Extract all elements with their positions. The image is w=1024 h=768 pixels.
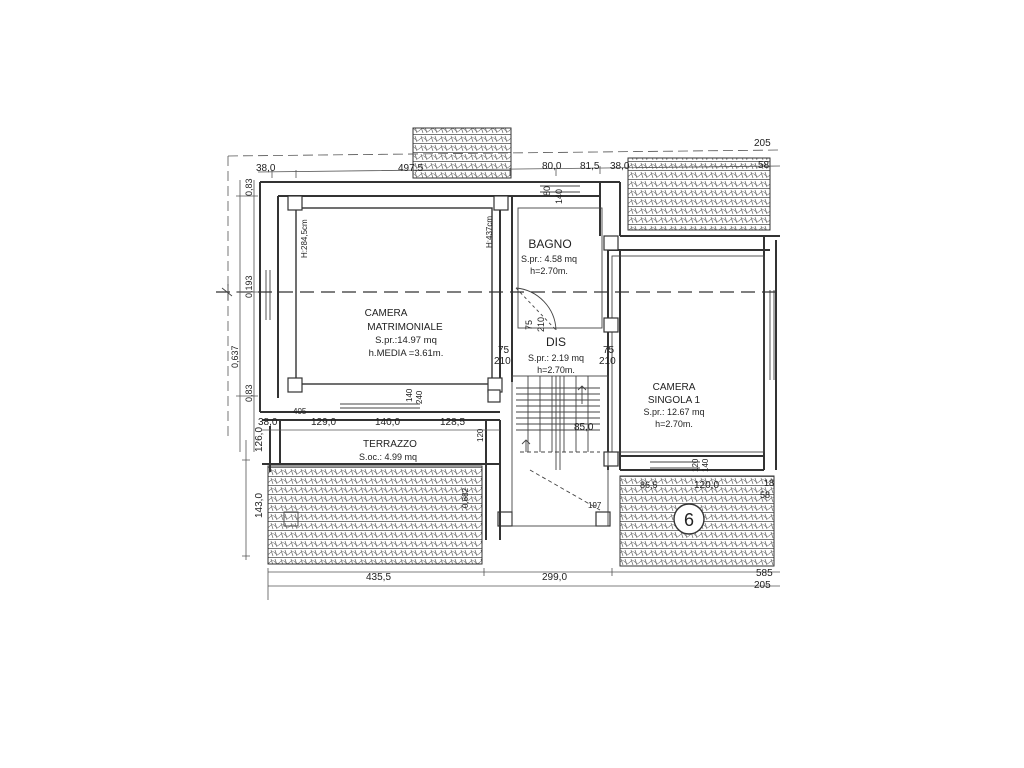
terrazzo-name: TERRAZZO [363, 439, 417, 450]
dim-top-2: 497,5 [398, 163, 423, 174]
column [287, 195, 303, 211]
dim-bottom-4: 205 [754, 580, 771, 591]
door-dis-right-width: 75 [603, 345, 615, 356]
camera-matrimoniale-name-2: MATRIMONIALE [367, 322, 443, 333]
door-bedroom-dis-height: 210 [494, 356, 511, 367]
dim-lower-right-1: 86,5 [640, 480, 658, 490]
door-dis-right-height: 210 [599, 356, 616, 367]
dim-left-bottom-1: 126,0 [254, 427, 265, 452]
dimension-lines [236, 165, 781, 600]
column [603, 451, 619, 467]
dim-left-4: 0,637 [230, 345, 240, 368]
dim-terrace-4: 128,5 [440, 417, 465, 428]
roof-left-terrace [267, 465, 483, 565]
dim-top-4: 81,5 [580, 161, 600, 172]
column [487, 389, 501, 403]
dim-terrace-3: 140,0 [375, 417, 400, 428]
dim-terrace-405: 405 [293, 407, 307, 416]
window-singola-2: 140 [701, 458, 710, 472]
column [287, 377, 303, 393]
camera-matrimoniale-room [295, 207, 493, 385]
camera-singola-room [611, 255, 765, 453]
door-bagno-width: 75 [524, 320, 534, 330]
column [603, 317, 619, 333]
chimney-roof-top [412, 127, 512, 179]
bagno-room [517, 207, 603, 329]
dis-name: DIS [546, 335, 566, 349]
staircase [511, 375, 609, 527]
dim-top-5: 38,0 [610, 161, 630, 172]
window-matrimoniale-width: 140 [405, 388, 414, 402]
camera-singola-surface: S.pr.: 12.67 mq [643, 407, 704, 417]
bagno-name: BAGNO [528, 237, 571, 251]
dis-height: h=2.70m. [537, 365, 575, 375]
terrazzo-surface: S.oc.: 4.99 mq [359, 452, 417, 462]
camera-singola-name-1: CAMERA [653, 382, 696, 393]
dim-bagno-opening-2: 140 [554, 189, 564, 204]
door-swing-bagno [515, 287, 557, 331]
camera-matrimoniale-name-1: CAMERA [365, 308, 408, 319]
dim-top-6: 205 [754, 138, 771, 149]
dim-top-7: 58 [758, 160, 770, 171]
dim-top-3: 80,0 [542, 161, 562, 172]
dim-lower-right-2: 120,0 [694, 480, 719, 491]
dim-bottom-1: 435,5 [366, 572, 391, 583]
dim-left-bottom-2: 143,0 [254, 493, 265, 518]
dim-stair-width: 85,0 [574, 422, 594, 433]
roof-vent [283, 511, 299, 527]
door-bedroom-dis-width: 75 [498, 345, 510, 356]
window-singola-1: 120 [691, 458, 700, 472]
dim-left-2: 0,193 [244, 275, 254, 298]
dim-lower-right-3: 18 [764, 478, 774, 488]
dim-terrace-roof: 0,682 [461, 487, 470, 508]
plan-number-marker [673, 503, 705, 535]
camera-singola-height: h=2.70m. [655, 419, 693, 429]
bagno-surface: S.pr.: 4.58 mq [521, 254, 577, 264]
dim-top-1: 38,0 [256, 163, 276, 174]
height-right-label: H:437cm [485, 216, 494, 248]
dim-bagno-opening-1: 80 [542, 186, 552, 196]
window-matrimoniale-height: 240 [415, 390, 424, 404]
height-left-label: H:284,5cm [300, 219, 309, 258]
dim-lower-right-4: 58 [760, 490, 770, 500]
door-swing-dis [515, 287, 557, 331]
roof-top-right [627, 157, 771, 231]
dim-bottom-3: 585 [756, 568, 773, 579]
door-bagno-height: 210 [536, 317, 546, 332]
camera-matrimoniale-surface: S.pr.:14.97 mq [375, 335, 437, 346]
dim-left-1: 0,83 [244, 178, 254, 196]
window-lines [265, 185, 775, 469]
dis-surface: S.pr.: 2.19 mq [528, 353, 584, 363]
dim-terrace-side: 120 [476, 428, 485, 442]
plan-number: 6 [684, 510, 694, 530]
bagno-height: h=2.70m. [530, 266, 568, 276]
camera-singola-name-2: SINGOLA 1 [648, 395, 701, 406]
dim-left-3: 0,83 [244, 384, 254, 402]
dim-terrace-1: 38,0 [258, 417, 278, 428]
column [493, 195, 509, 211]
column [603, 235, 619, 251]
dim-terrace-2: 129,0 [311, 417, 336, 428]
dim-stair-197: 197 [588, 501, 602, 510]
dim-bottom-2: 299,0 [542, 572, 567, 583]
terrace-walls [262, 419, 501, 540]
section-arrow [221, 284, 233, 300]
camera-matrimoniale-height: h.MEDIA =3.61m. [369, 348, 444, 359]
